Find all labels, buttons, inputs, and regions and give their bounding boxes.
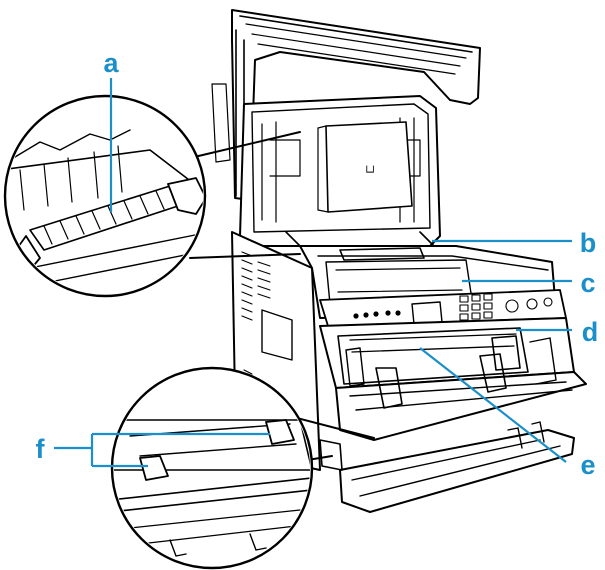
callout-e: e: [419, 347, 596, 480]
top-cover: └┘: [239, 95, 441, 249]
callout-b: b: [432, 228, 596, 258]
label-d: d: [582, 317, 599, 347]
label-f: f: [36, 434, 46, 464]
printer-body: [231, 231, 587, 513]
inset-paper-guide-detail: [110, 366, 375, 570]
panel-marking: └┘: [363, 165, 376, 179]
label-b: b: [580, 228, 597, 258]
callout-f: f: [36, 432, 270, 468]
printer-illustration: └┘: [211, 9, 587, 513]
label-a: a: [103, 48, 119, 78]
callout-a: a: [103, 48, 119, 212]
scanner-lid: [211, 9, 481, 201]
callout-c: c: [462, 268, 596, 298]
label-c: c: [580, 268, 595, 298]
inset-fuser-detail: [3, 94, 301, 298]
callout-d: d: [516, 317, 598, 347]
label-e: e: [580, 450, 595, 480]
